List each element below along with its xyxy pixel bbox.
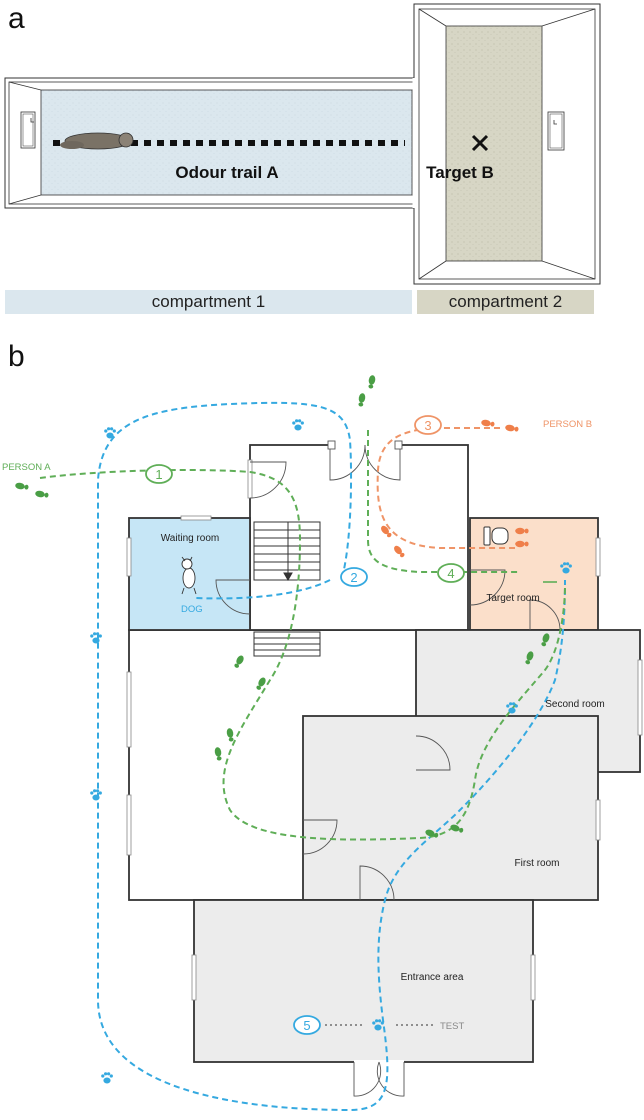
- target-room-label: Target room: [486, 593, 539, 604]
- step-5-label: 5: [303, 1018, 310, 1033]
- compartment-1-bar: compartment 1: [5, 290, 412, 314]
- floor-plan: [128, 444, 641, 1063]
- entrance-area: [193, 899, 534, 1063]
- step-1-label: 1: [155, 467, 162, 482]
- doors: [215, 440, 561, 1097]
- windows: [126, 459, 643, 1001]
- step-markers: 1 2 3 4 5: [145, 415, 465, 1035]
- cross-icon: [471, 134, 489, 152]
- stairs: [253, 521, 321, 657]
- step-2-label: 2: [350, 570, 357, 585]
- odour-trail-label: Odour trail A: [175, 163, 278, 182]
- step-5-marker: 5: [293, 1015, 321, 1035]
- step-3-marker: 3: [414, 415, 442, 435]
- entrance-area-label: Entrance area: [401, 972, 464, 983]
- toilet-icon: [483, 526, 509, 546]
- person-a-label: PERSON A: [2, 462, 51, 473]
- person-b-label: PERSON B: [543, 419, 592, 430]
- panel-b-letter: b: [8, 340, 25, 373]
- first-room-label: First room: [515, 858, 560, 869]
- step-4-marker: 4: [437, 563, 465, 583]
- actor-labels: PERSON A PERSON B DOG TEST: [2, 419, 592, 1032]
- second-room-label: Second room: [545, 699, 604, 710]
- dog-path: [97, 401, 566, 1112]
- target-room: [469, 517, 599, 631]
- panel-a-letter: a: [8, 2, 25, 35]
- target-label: Target B: [426, 163, 494, 182]
- waiting-room-label: Waiting room: [161, 533, 220, 544]
- person-a-path: [39, 430, 566, 841]
- step-2-marker: 2: [340, 567, 368, 587]
- step-3-label: 3: [424, 418, 431, 433]
- person-lying-figure: [60, 132, 134, 150]
- first-room: [302, 715, 599, 901]
- compartment-2: [412, 3, 601, 285]
- room-labels: Waiting room Target room Second room Fir…: [161, 533, 605, 983]
- step-1-marker: 1: [145, 464, 173, 484]
- dog-icon: [181, 556, 197, 595]
- person-b-path: [376, 427, 515, 549]
- dog-label: DOG: [181, 604, 203, 615]
- test-label: TEST: [440, 1021, 464, 1032]
- step-4-label: 4: [447, 566, 454, 581]
- compartment-2-bar: compartment 2: [417, 290, 594, 314]
